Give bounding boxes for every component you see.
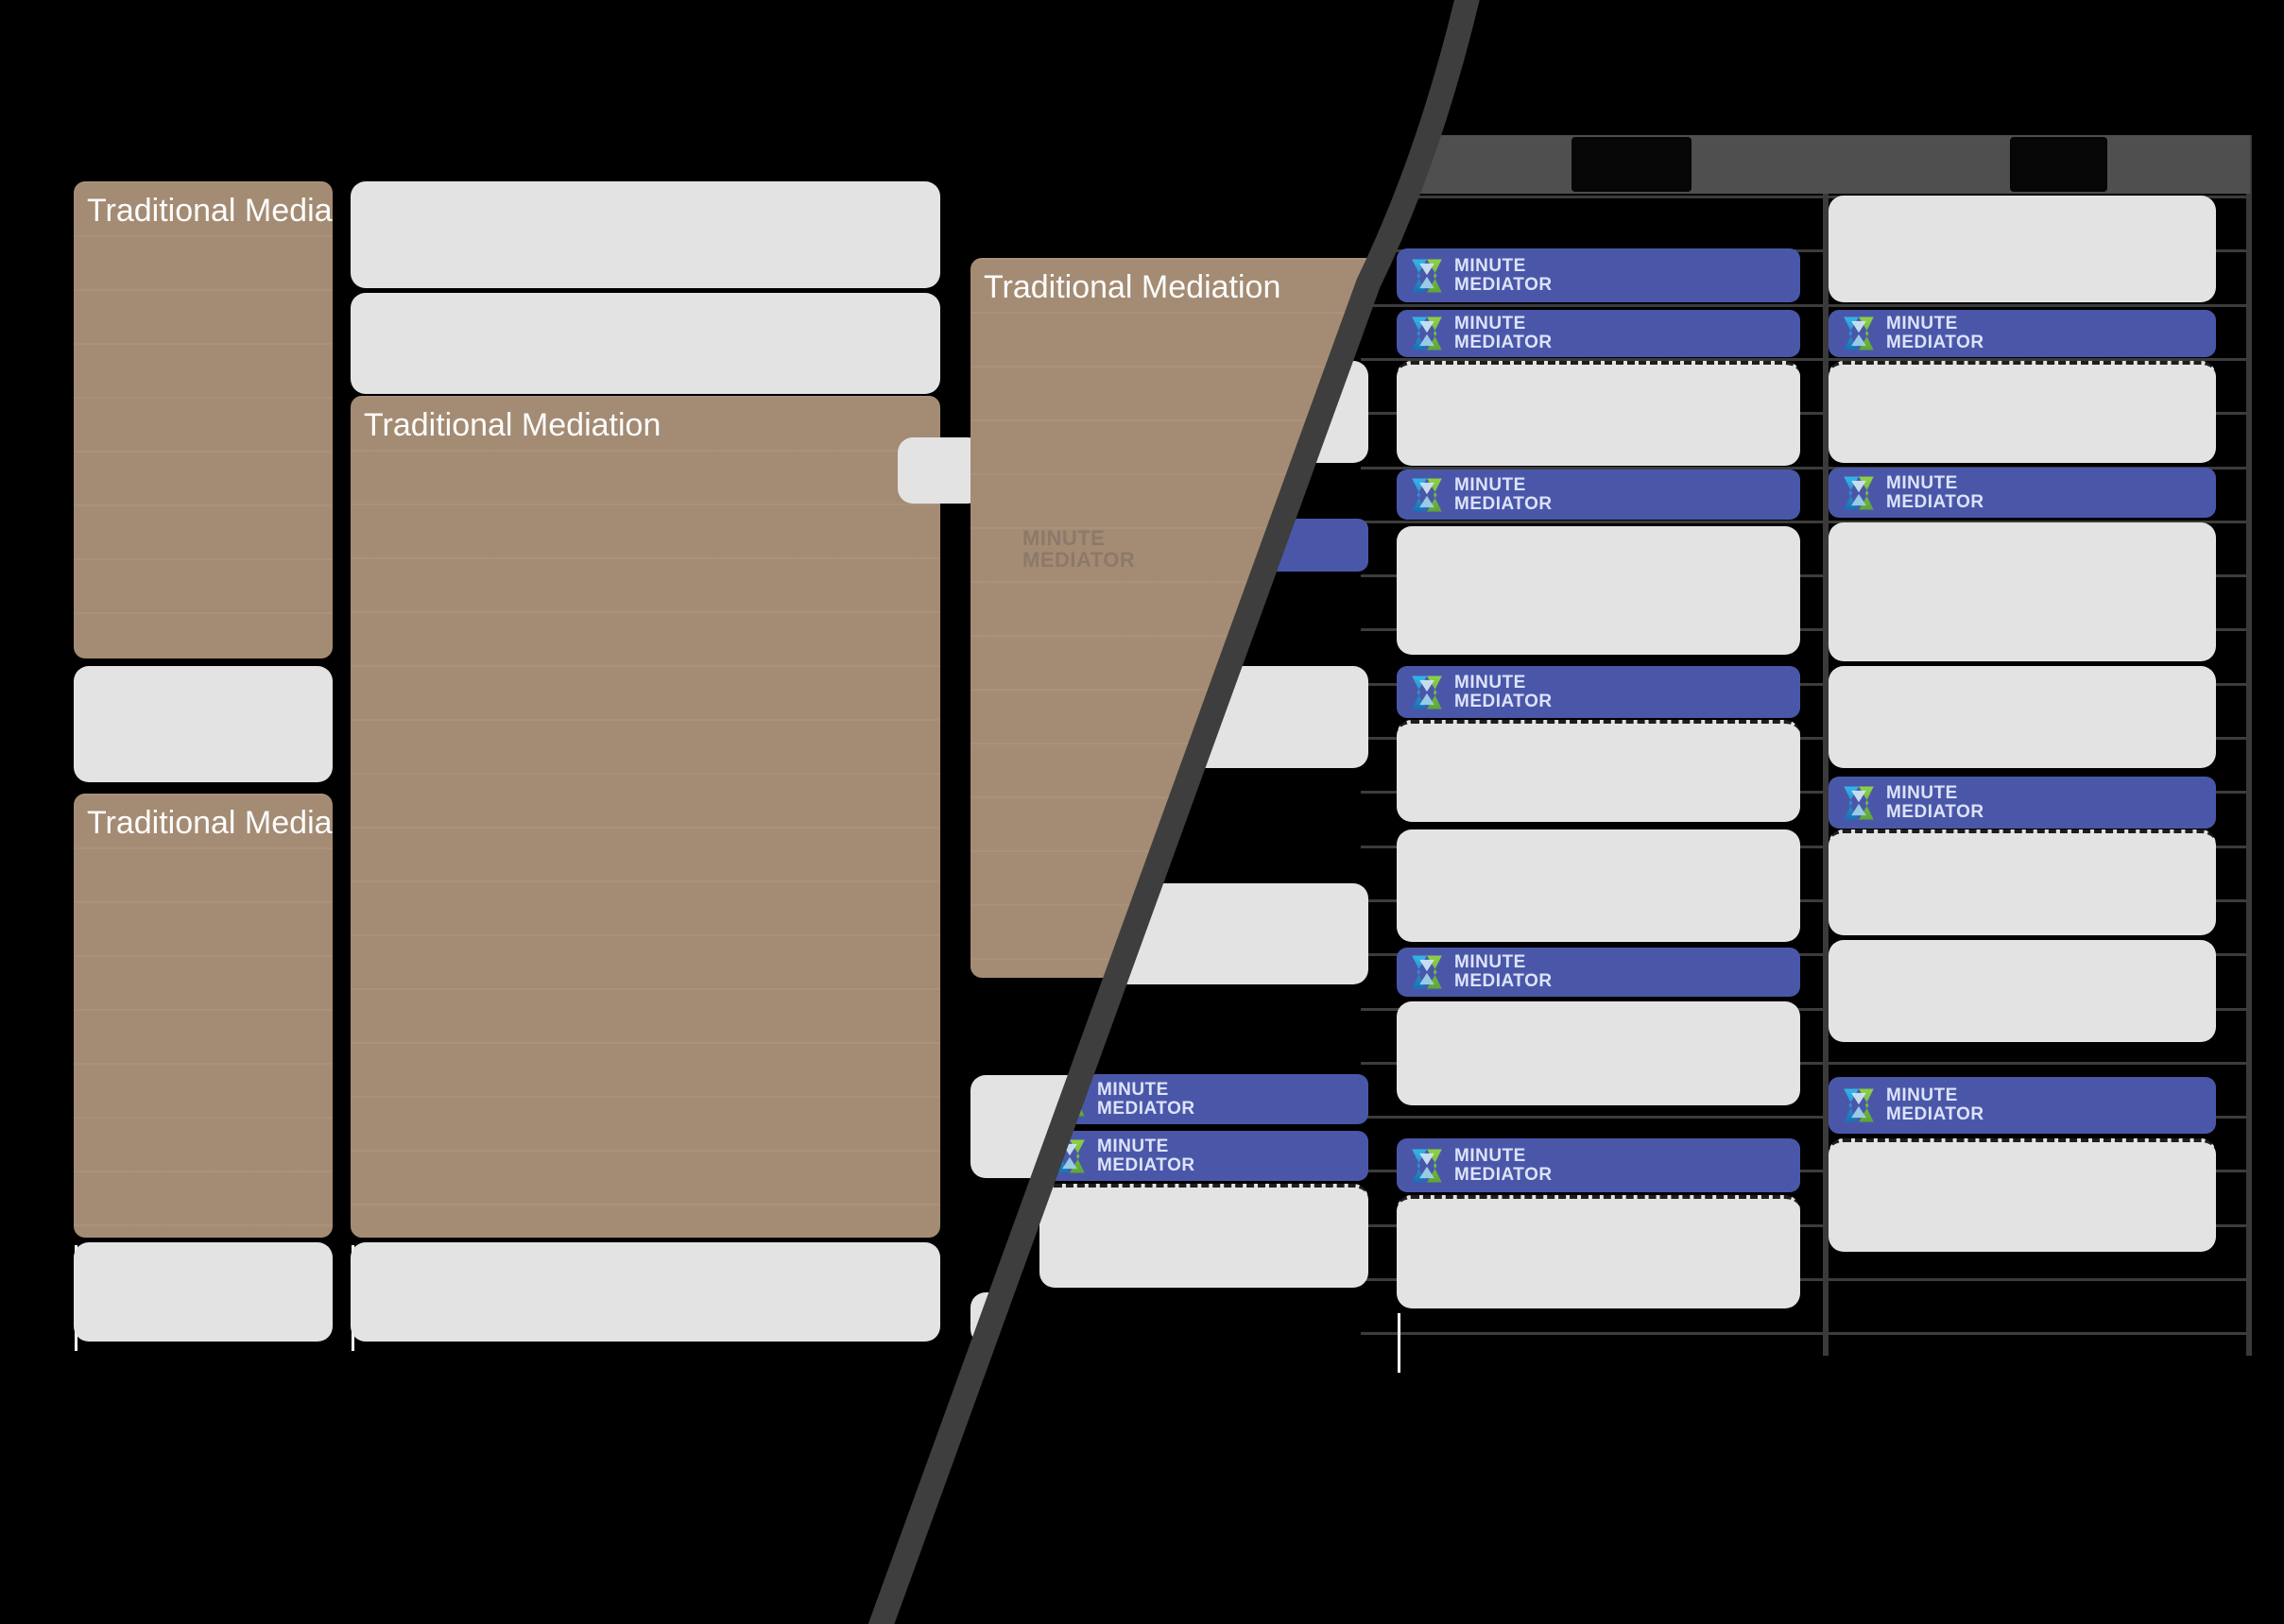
meeting-block[interactable] [1397, 829, 1800, 942]
calendar-hour-gridline [1361, 358, 2250, 361]
meeting-block[interactable] [351, 181, 940, 288]
calendar-hour-gridline [1361, 628, 2250, 631]
meeting-block[interactable] [1397, 361, 1800, 466]
minute-mediator-hourglass-icon [1412, 316, 1442, 350]
minute-mediator-hourglass-icon [1412, 1149, 1442, 1182]
calendar-hour-gridline [1361, 1008, 2250, 1011]
day-header-box [1571, 137, 1692, 192]
traditional-mediation-event-block[interactable]: Traditional Mediation [74, 181, 333, 658]
calendar-hour-gridline [1361, 1062, 2250, 1065]
calendar-hour-gridline [1361, 1278, 2250, 1281]
minute-mediator-hourglass-icon [1844, 316, 1874, 350]
calendar-hour-gridline [1361, 846, 2250, 848]
minute-mediator-hourglass-icon [1412, 675, 1442, 709]
traditional-mediation-label: Traditional Mediation [87, 805, 333, 841]
traditional-mediation-event-block[interactable]: Traditional Mediation [351, 396, 940, 1238]
meeting-block[interactable] [74, 1242, 333, 1342]
meeting-block[interactable] [1829, 940, 2216, 1042]
meeting-block[interactable] [1397, 526, 1800, 655]
calendar-hour-gridline [1361, 304, 2250, 307]
minute-mediator-hourglass-icon [1412, 478, 1442, 511]
meeting-block[interactable] [1829, 666, 2216, 768]
minute-mediator-hourglass-icon [1844, 786, 1874, 819]
day-header-box [2010, 137, 2107, 192]
calendar-column-gridline [1823, 135, 1829, 1356]
calendar-hour-gridline [1361, 1224, 2250, 1227]
meeting-block[interactable] [351, 293, 940, 394]
meeting-block[interactable] [1397, 1195, 1800, 1308]
calendar-hour-gridline [1361, 467, 2250, 470]
calendar-column-gridline [2246, 135, 2252, 1356]
meeting-block[interactable] [1397, 1001, 1800, 1105]
calendar-hour-gridline [1361, 412, 2250, 415]
calendar-hour-gridline [1361, 791, 2250, 794]
day-header-band [1361, 135, 2250, 194]
minute-mediator-hourglass-icon [1412, 955, 1442, 989]
calendar-hour-gridline [1361, 1332, 2250, 1335]
meeting-block[interactable] [1829, 1138, 2216, 1252]
traditional-mediation-label: Traditional Mediation [87, 193, 333, 229]
traditional-mediation-event-block[interactable]: Traditional Mediation [74, 794, 333, 1238]
calendar-hour-gridline [1361, 737, 2250, 740]
calendar-hour-gridline [1361, 1170, 2250, 1172]
grid-stub-line [1398, 1313, 1400, 1373]
minute-mediator-hourglass-icon [1844, 1088, 1874, 1122]
calendar-hour-gridline [1361, 899, 2250, 902]
meeting-block[interactable] [351, 1242, 940, 1342]
calendar-hour-gridline [1361, 574, 2250, 577]
meeting-block[interactable] [1397, 720, 1800, 822]
calendar-hour-gridline [1361, 196, 2250, 198]
calendar-hour-gridline [1361, 953, 2250, 956]
calendar-hour-gridline [1361, 521, 2250, 523]
meeting-block[interactable] [1039, 1184, 1368, 1288]
minute-mediator-hourglass-icon [1412, 259, 1442, 292]
meeting-block[interactable] [1829, 522, 2216, 661]
calendar-hour-gridline [1361, 249, 2250, 252]
calendar-hour-gridline [1361, 683, 2250, 686]
meeting-block[interactable] [1829, 196, 2216, 302]
traditional-mediation-label: Traditional Mediation [364, 407, 661, 443]
minute-mediator-hourglass-icon [1844, 476, 1874, 509]
meeting-block[interactable] [1829, 361, 2216, 463]
meeting-block[interactable] [1829, 829, 2216, 935]
meeting-block[interactable] [74, 666, 333, 782]
calendar-hour-gridline [1361, 1116, 2250, 1119]
